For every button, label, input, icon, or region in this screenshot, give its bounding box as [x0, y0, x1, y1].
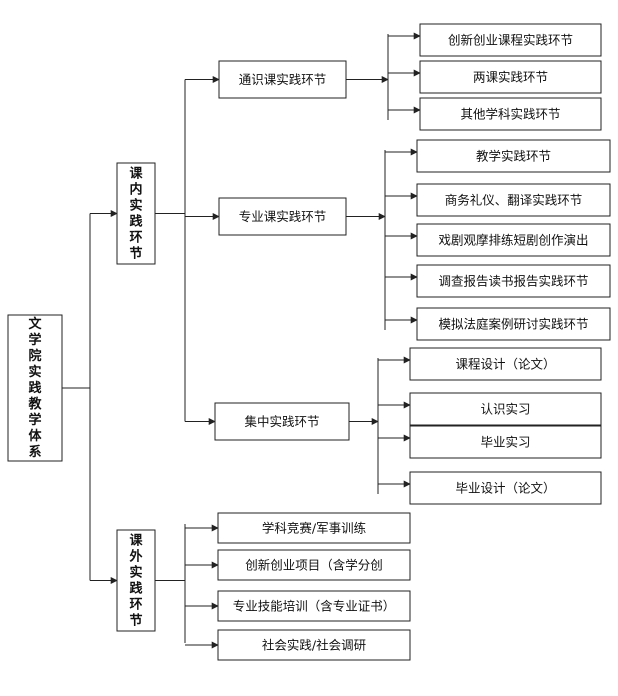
item-node-2-3-box	[409, 471, 602, 505]
group-node-0-box	[218, 60, 347, 99]
extra-class-node-label: 课外实践环节	[128, 533, 143, 628]
item-node-1-2-label: 戏剧观摩排练短剧创作演出	[438, 233, 588, 248]
item-node-0-2-box	[419, 97, 602, 131]
item-node-2-1: 认识实习	[409, 392, 602, 426]
item-node-2-1-box	[409, 392, 602, 426]
item-node-2-0-box	[409, 347, 602, 381]
group-node-1-label: 专业课实践环节	[239, 209, 327, 224]
item-node-0-0-label: 创新创业课程实践环节	[448, 33, 573, 48]
item-node-2-2: 毕业实习	[409, 425, 602, 459]
item-node-1-3-box	[416, 264, 611, 298]
item-node-2-0-label: 课程设计（论文）	[455, 357, 555, 372]
item-node-1-0: 教学实践环节	[416, 139, 611, 173]
extra-class-node: 课外实践环节	[116, 529, 156, 632]
item-node-1-0-box	[416, 139, 611, 173]
item-node-0-2-label: 其他学科实践环节	[460, 107, 560, 122]
root-node-box	[7, 314, 63, 462]
extra-item-node-1: 创新创业项目（含学分创	[217, 549, 411, 581]
item-node-1-2: 戏剧观摩排练短剧创作演出	[416, 223, 611, 257]
item-node-1-2-box	[416, 223, 611, 257]
item-node-2-1-label: 认识实习	[480, 402, 530, 417]
connector-layer	[62, 32, 421, 649]
extra-item-node-0: 学科竞赛/军事训练	[217, 512, 411, 544]
item-node-0-0: 创新创业课程实践环节	[419, 23, 602, 57]
in-class-node-label: 课内实践环节	[129, 166, 143, 261]
group-node-2-label: 集中实践环节	[244, 414, 319, 429]
item-node-2-3: 毕业设计（论文）	[409, 471, 602, 505]
extra-item-node-2-box	[217, 590, 411, 622]
item-node-1-0-label: 教学实践环节	[476, 149, 551, 164]
item-node-0-0-box	[419, 23, 602, 57]
item-node-1-4: 模拟法庭案例研讨实践环节	[416, 307, 611, 341]
item-node-1-4-box	[416, 307, 611, 341]
extra-item-node-3-box	[217, 629, 411, 661]
extra-item-node-2-label: 专业技能培训（含专业证书）	[233, 599, 396, 614]
item-node-0-1-label: 两课实践环节	[473, 70, 548, 85]
item-node-1-1-box	[416, 183, 611, 217]
item-node-2-2-box	[409, 425, 602, 459]
item-node-2-2-label: 毕业实习	[480, 435, 530, 450]
in-class-node-box	[116, 162, 156, 265]
extra-item-node-3: 社会实践/社会调研	[217, 629, 411, 661]
group-node-0-label: 通识课实践环节	[239, 72, 327, 87]
item-node-1-1-label: 商务礼仪、翻译实践环节	[445, 193, 583, 208]
extra-item-node-1-box	[217, 549, 411, 581]
root-node-label: 文学院实践教学体系	[27, 316, 42, 460]
item-node-1-1: 商务礼仪、翻译实践环节	[416, 183, 611, 217]
group-node-1: 专业课实践环节	[218, 197, 347, 236]
group-node-2-box	[214, 402, 350, 441]
item-node-1-4-label: 模拟法庭案例研讨实践环节	[438, 317, 588, 332]
group-node-2: 集中实践环节	[214, 402, 350, 441]
extra-item-node-0-label: 学科竞赛/军事训练	[262, 521, 367, 536]
item-node-1-3-label: 调查报告读书报告实践环节	[438, 274, 588, 289]
extra-item-node-1-label: 创新创业项目（含学分创	[245, 558, 383, 573]
item-node-2-3-label: 毕业设计（论文）	[455, 481, 555, 496]
root-node: 文学院实践教学体系	[7, 314, 63, 462]
extra-class-node-box	[116, 529, 156, 632]
item-node-2-0: 课程设计（论文）	[409, 347, 602, 381]
group-node-0: 通识课实践环节	[218, 60, 347, 99]
item-node-0-1: 两课实践环节	[419, 60, 602, 94]
in-class-node: 课内实践环节	[116, 162, 156, 265]
item-node-1-3: 调查报告读书报告实践环节	[416, 264, 611, 298]
extra-item-node-0-box	[217, 512, 411, 544]
group-node-1-box	[218, 197, 347, 236]
item-node-0-1-box	[419, 60, 602, 94]
extra-item-node-3-label: 社会实践/社会调研	[262, 638, 366, 653]
item-node-0-2: 其他学科实践环节	[419, 97, 602, 131]
extra-item-node-2: 专业技能培训（含专业证书）	[217, 590, 411, 622]
